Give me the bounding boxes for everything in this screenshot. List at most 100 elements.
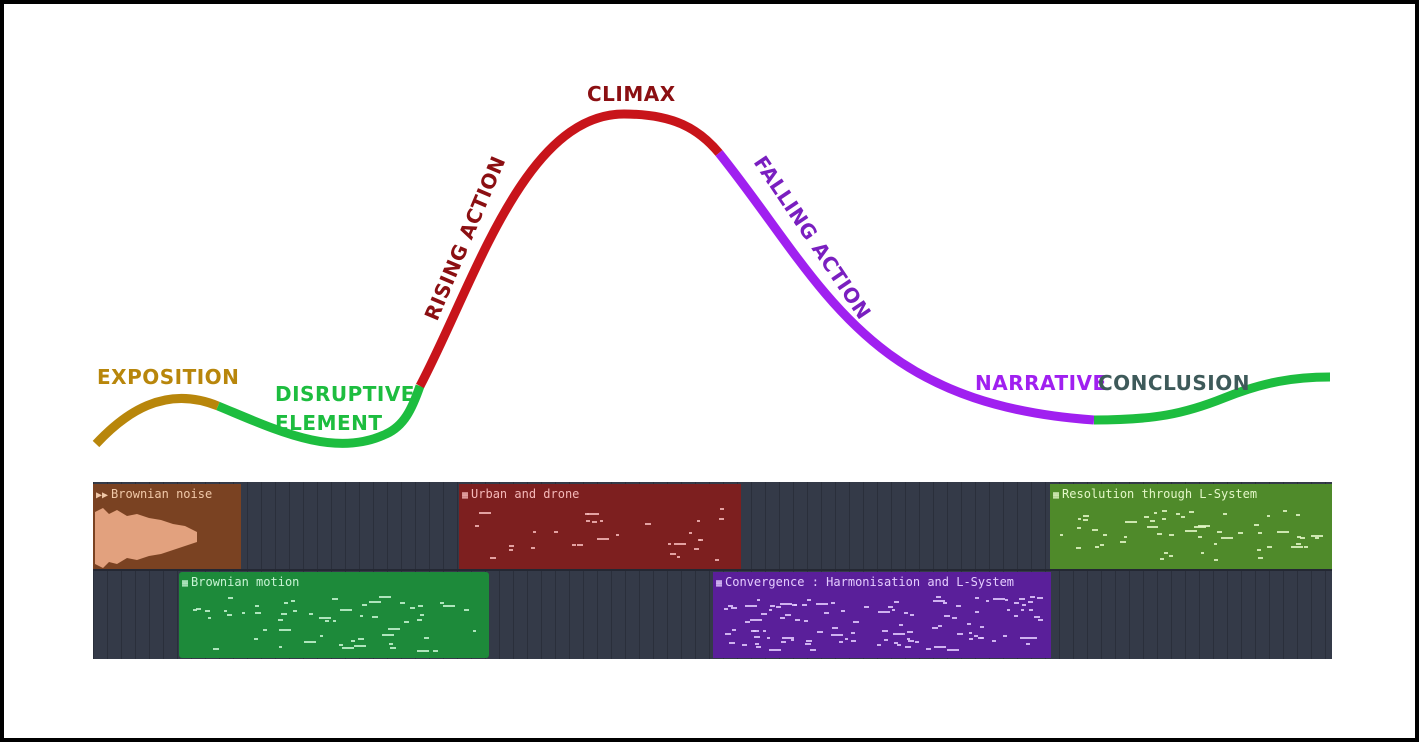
midi-note — [1019, 597, 1026, 600]
midi-note — [1027, 600, 1033, 603]
midi-note — [980, 626, 984, 629]
midi-note — [433, 649, 439, 652]
midi-note — [769, 648, 782, 651]
midi-note — [389, 642, 394, 645]
midi-note — [1277, 531, 1290, 534]
midi-note — [817, 630, 823, 633]
pattern-clip-icon: ▦ — [182, 578, 189, 589]
midi-note — [904, 611, 908, 614]
midi-note — [1037, 596, 1043, 599]
midi-note — [751, 629, 757, 632]
midi-note — [1185, 529, 1198, 532]
midi-note — [767, 636, 771, 639]
midi-note — [974, 597, 979, 600]
midi-note — [910, 613, 914, 616]
midi-note — [263, 629, 268, 632]
midi-note — [1189, 510, 1194, 513]
midi-note — [802, 604, 808, 607]
midi-note — [908, 639, 914, 642]
midi-note — [805, 642, 811, 645]
midi-note — [195, 608, 201, 611]
midi-note — [1014, 614, 1018, 617]
midi-note — [1213, 543, 1217, 546]
midi-note — [810, 649, 816, 652]
midi-note — [968, 631, 973, 634]
midi-note — [1267, 545, 1272, 548]
midi-note — [942, 602, 948, 605]
midi-note — [816, 602, 829, 605]
midi-note — [1258, 531, 1263, 534]
midi-note — [1214, 559, 1219, 562]
midi-note — [192, 609, 197, 612]
midi-note — [906, 637, 911, 640]
midi-note — [1161, 517, 1166, 520]
midi-note — [226, 613, 232, 616]
midi-note — [973, 634, 978, 637]
midi-note — [1038, 619, 1044, 622]
midi-note — [831, 601, 835, 604]
midi-note — [756, 599, 761, 602]
clip-resolution-l-system[interactable]: ▦Resolution through L-System — [1050, 484, 1332, 569]
pattern-clip-icon: ▦ — [1053, 490, 1060, 501]
midi-note — [696, 520, 701, 523]
midi-note — [957, 633, 963, 636]
midi-note — [361, 603, 367, 606]
midi-note — [1102, 533, 1107, 536]
midi-note — [1299, 536, 1305, 539]
clip-brownian-noise[interactable]: ▶▶Brownian noise — [93, 484, 241, 569]
midi-note — [358, 637, 364, 640]
midi-note — [1029, 608, 1033, 611]
clip-brownian-motion[interactable]: ▦Brownian motion — [179, 572, 489, 658]
clip-convergence-harmonisation[interactable]: ▦Convergence : Harmonisation and L-Syste… — [713, 572, 1051, 658]
midi-note — [472, 629, 477, 632]
midi-note — [1291, 546, 1304, 549]
midi-note — [213, 648, 220, 651]
midi-note — [853, 621, 859, 624]
midi-note — [883, 639, 889, 642]
midi-note — [291, 600, 295, 603]
midi-note — [907, 630, 913, 633]
midi-note — [755, 645, 761, 648]
midi-note — [877, 644, 882, 647]
midi-note — [768, 609, 773, 612]
midi-note — [1169, 555, 1173, 558]
audio-clip-icon: ▶▶ — [96, 490, 109, 501]
midi-note — [794, 618, 800, 621]
midi-note — [882, 630, 889, 633]
midi-note — [400, 601, 406, 604]
midi-note — [1156, 532, 1162, 535]
midi-note — [780, 617, 785, 620]
midi-note — [572, 544, 576, 547]
midi-note — [934, 645, 947, 648]
label-conclusion: CONCLUSION — [1098, 371, 1250, 395]
clip-title: ▶▶Brownian noise — [96, 487, 212, 503]
midi-note — [697, 539, 701, 542]
midi-note — [208, 617, 212, 620]
midi-note — [1162, 509, 1168, 512]
midi-note — [645, 522, 651, 525]
midi-note — [968, 637, 974, 640]
midi-note — [1034, 615, 1041, 618]
midi-note — [308, 612, 313, 615]
midi-note — [1020, 609, 1025, 612]
arc-segment-disruptive — [216, 384, 425, 448]
midi-note — [851, 640, 857, 643]
midi-note — [893, 601, 900, 604]
midi-note — [841, 609, 845, 612]
midi-note — [761, 612, 767, 615]
midi-note — [478, 512, 491, 515]
midi-note — [770, 605, 775, 608]
midi-note — [475, 525, 479, 528]
midi-note — [935, 596, 941, 599]
clip-title: ▦Resolution through L-System — [1053, 487, 1257, 503]
midi-note — [1094, 545, 1100, 548]
midi-note — [1082, 515, 1089, 518]
clip-urban-and-drone[interactable]: ▦Urban and drone — [459, 484, 741, 569]
midi-note — [1025, 636, 1038, 639]
midi-note — [277, 619, 284, 622]
midi-note — [669, 553, 676, 556]
midi-note — [1152, 526, 1158, 529]
midi-note — [781, 641, 787, 644]
midi-note — [280, 612, 287, 615]
